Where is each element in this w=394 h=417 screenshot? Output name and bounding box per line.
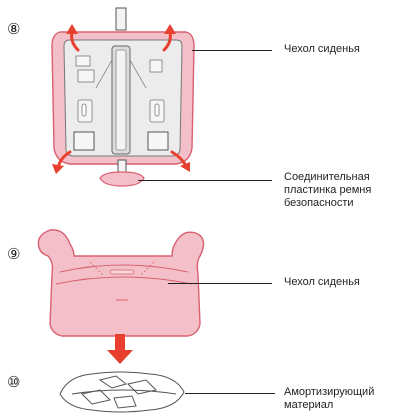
leader-plate-8 [138, 180, 272, 181]
down-arrow [107, 334, 133, 364]
label-cushioning-material: Амортизирующий материал [284, 386, 384, 412]
label-seat-cover-8: Чехол сиденья [284, 43, 392, 56]
label-belt-plate: Соединительная пластинка ремня безопасно… [284, 171, 388, 210]
leader-cover-8 [192, 50, 272, 51]
label-seat-cover-9: Чехол сиденья [284, 276, 392, 289]
leader-cushion-10 [185, 393, 275, 394]
leader-cover-9 [168, 283, 272, 284]
cushioning-material [60, 372, 184, 412]
